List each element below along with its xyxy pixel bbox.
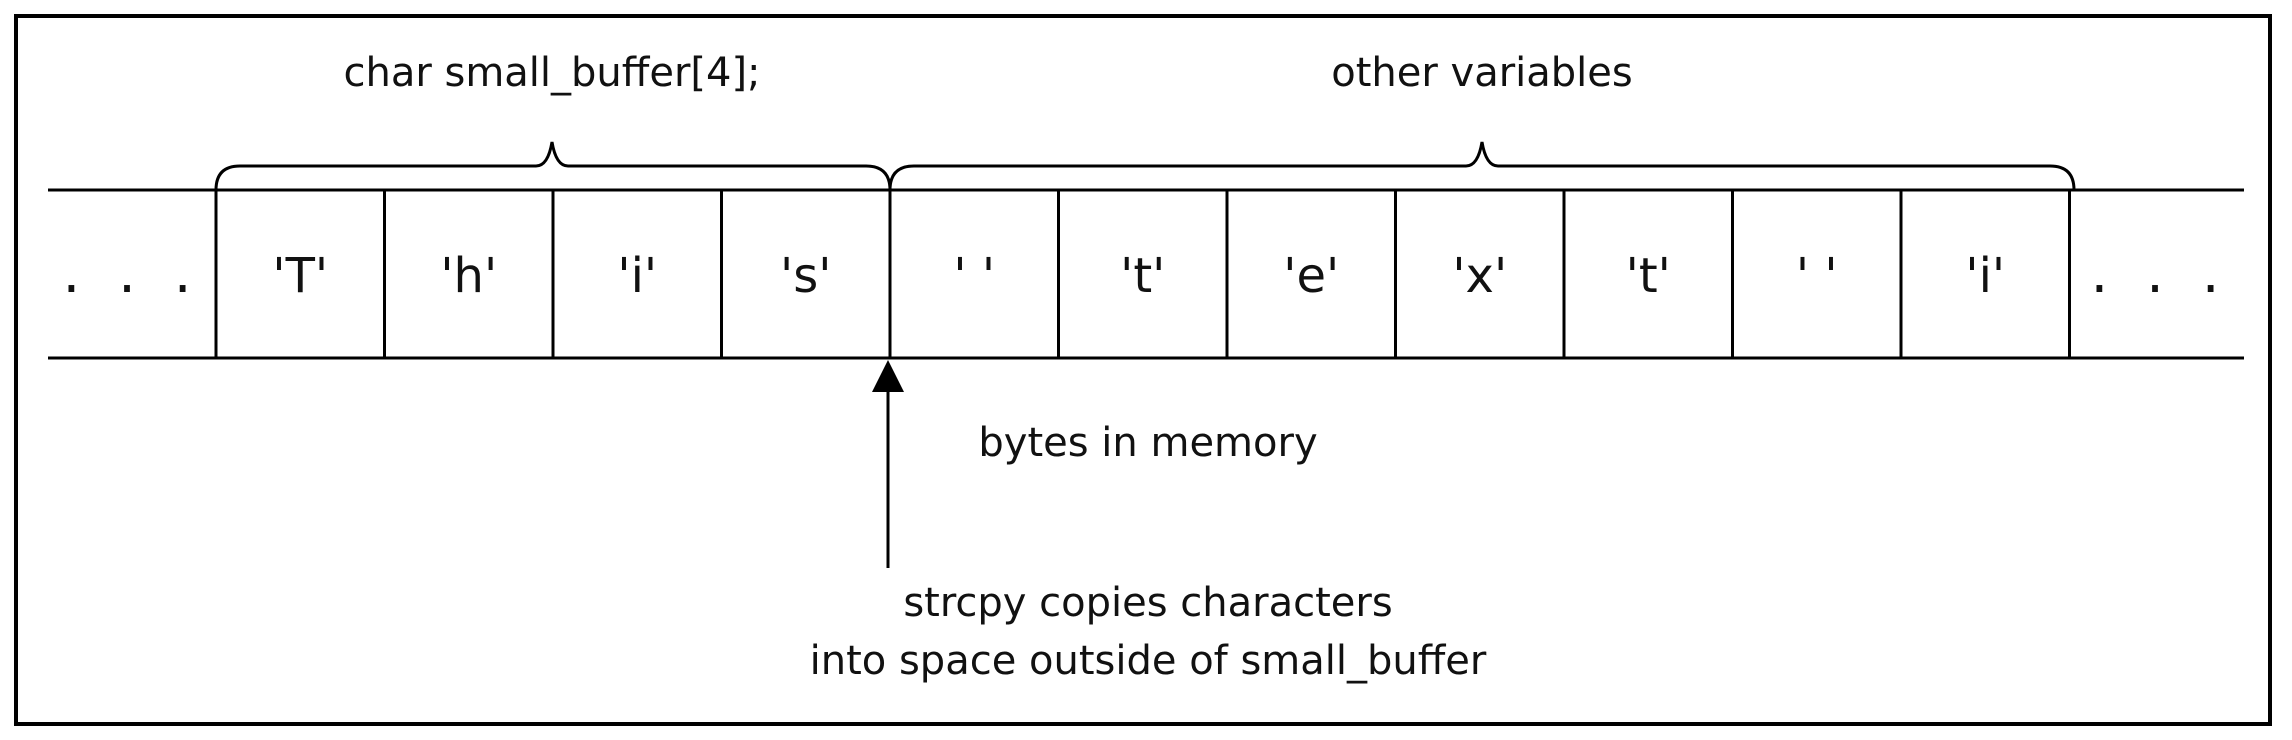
overflow-byte-cell: 'e' <box>1283 248 1339 304</box>
diagram-frame <box>14 14 2272 726</box>
other-variables-brace <box>888 141 2076 191</box>
bytes-in-memory-label: bytes in memory <box>978 420 1317 466</box>
strcpy-note-line1: strcpy copies characters <box>903 580 1392 626</box>
ellipsis-left: . . . <box>62 241 201 306</box>
overflow-byte-cell: 't' <box>1120 248 1165 304</box>
buffer-byte-cell: 's' <box>780 248 831 304</box>
buffer-byte-cell: 'h' <box>440 248 497 304</box>
other-variables-label: other variables <box>1331 50 1632 96</box>
buffer-brace <box>214 141 892 191</box>
buffer-byte-cell: 'T' <box>272 248 328 304</box>
buffer-declaration-label: char small_buffer[4]; <box>343 50 760 96</box>
overflow-byte-cell: ' ' <box>953 248 995 304</box>
overflow-arrow-head <box>872 360 904 392</box>
overflow-byte-cell: 'i' <box>1965 248 2005 304</box>
ellipsis-right: . . . <box>2090 241 2229 306</box>
overflow-byte-cell: ' ' <box>1796 248 1838 304</box>
memory-cells: 'T' 'h' 'i' 's' ' ' 't' 'e' 'x' 't' ' ' 'i' <box>214 190 2071 358</box>
overflow-byte-cell: 't' <box>1626 248 1671 304</box>
strcpy-note-line2: into space outside of small_buffer <box>810 638 1487 684</box>
overflow-byte-cell: 'x' <box>1452 248 1507 304</box>
buffer-byte-cell: 'i' <box>617 248 657 304</box>
